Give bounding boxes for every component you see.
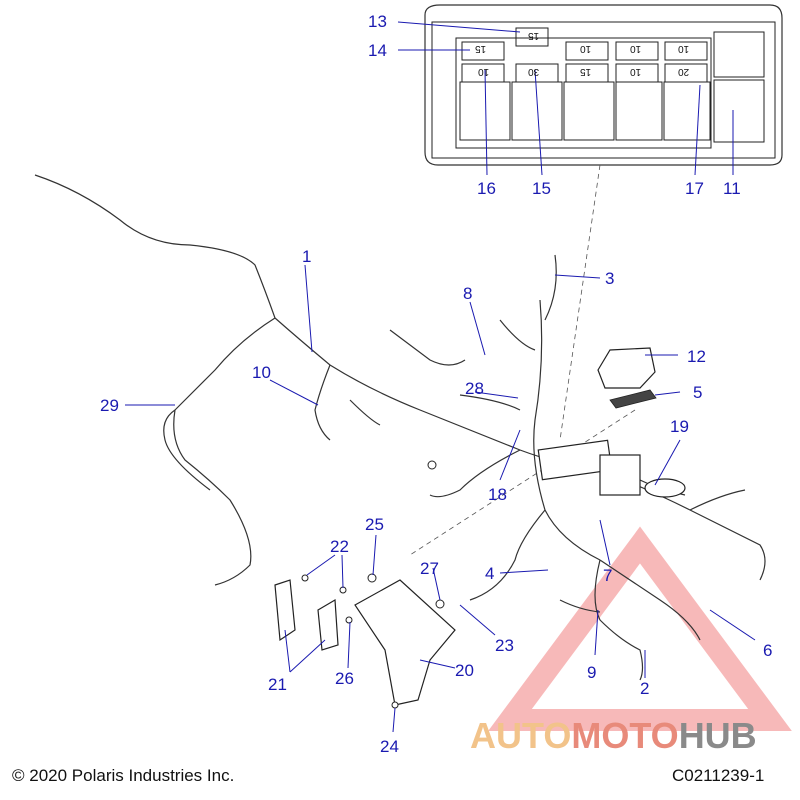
callout-8: 8	[463, 284, 473, 303]
callout-20: 20	[455, 661, 474, 680]
callout-10: 10	[252, 363, 271, 382]
callout-2: 2	[640, 679, 650, 698]
watermark-part-moto: MOTO	[571, 715, 679, 756]
callout-21: 21	[268, 675, 287, 694]
callout-22: 22	[330, 537, 349, 556]
fuse-rating-label: 15	[528, 30, 540, 41]
fuse-rating-label: 20	[678, 66, 690, 77]
fuse-rating-label: 15	[580, 66, 592, 77]
callout-5: 5	[693, 383, 703, 402]
callout-27: 27	[420, 559, 439, 578]
callout-1: 1	[302, 247, 312, 266]
callout-19: 19	[670, 417, 689, 436]
callout-3: 3	[605, 269, 615, 288]
watermark-triangle-icon	[488, 526, 792, 731]
callout-leaders	[125, 21, 756, 733]
callout-9: 9	[587, 663, 597, 682]
callout-14: 14	[368, 41, 387, 60]
fuse-rating-label: 10	[580, 43, 592, 54]
fuse-box-cover	[597, 347, 656, 389]
callout-6: 6	[763, 641, 773, 660]
callout-18: 18	[488, 485, 507, 504]
fuse-box-assembly	[537, 439, 686, 498]
mounting-bracket	[274, 579, 456, 706]
callout-26: 26	[335, 669, 354, 688]
callout-24: 24	[380, 737, 399, 756]
callout-7: 7	[603, 566, 613, 585]
callout-28: 28	[465, 379, 484, 398]
fuse-rating-label: 10	[678, 43, 690, 54]
callout-17: 17	[685, 179, 704, 198]
fuse-rating-label: 10	[630, 66, 642, 77]
fuse-rating-label: 10	[478, 66, 490, 77]
fuse-rating-label: 10	[630, 43, 642, 54]
diagram-code: C0211239-1	[672, 766, 765, 785]
callout-23: 23	[495, 636, 514, 655]
fasteners	[301, 460, 445, 709]
fuse-label-strip	[609, 389, 657, 409]
watermark-logo: AUTOMOTOHUB	[470, 715, 757, 757]
callout-12: 12	[687, 347, 706, 366]
callout-25: 25	[365, 515, 384, 534]
callout-16: 16	[477, 179, 496, 198]
fuse-box-inset	[424, 4, 783, 166]
copyright-text: © 2020 Polaris Industries Inc.	[12, 766, 235, 785]
watermark-part-hub: HUB	[678, 715, 757, 756]
fuse-rating-label: 15	[475, 43, 487, 54]
callout-4: 4	[485, 564, 495, 583]
main-harness	[34, 174, 766, 681]
callout-15: 15	[532, 179, 551, 198]
callout-11: 11	[723, 179, 741, 198]
callout-13: 13	[368, 12, 387, 31]
fuse-rating-label: 30	[528, 66, 540, 77]
watermark-part-auto: AUTO	[470, 715, 572, 756]
callout-29: 29	[100, 396, 119, 415]
